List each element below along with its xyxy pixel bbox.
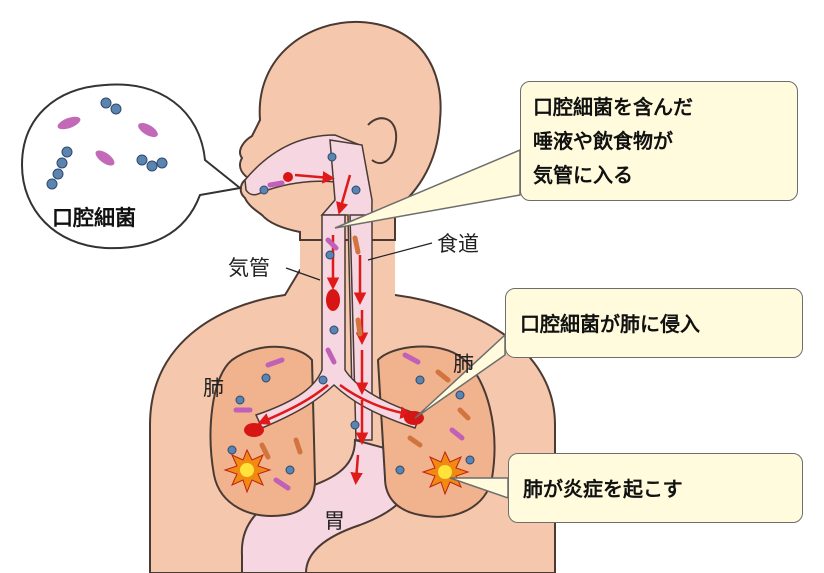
bacteria-dots xyxy=(227,152,475,475)
label-lung-left: 肺 xyxy=(203,376,224,400)
label-trachea: 気管 xyxy=(228,256,270,280)
trachea-tube xyxy=(254,214,421,429)
callout-enter-trachea: 口腔細菌を含んだ 唾液や飲食物が 気管に入る xyxy=(520,81,798,201)
label-esophagus: 食道 xyxy=(437,232,479,256)
inflammation-burst-right xyxy=(421,450,470,496)
bacteria-rods xyxy=(233,180,471,491)
callout-enter-trachea-line-2: 唾液や飲食物が xyxy=(533,129,673,153)
label-stomach: 胃 xyxy=(324,509,345,533)
ear xyxy=(367,117,398,165)
callout-inflammation-text: 肺が炎症を起こす xyxy=(523,477,683,501)
leader-lines xyxy=(285,242,433,281)
label-lung-right: 肺 xyxy=(453,352,474,376)
callout-invade-lung-text: 口腔細菌が肺に侵入 xyxy=(520,312,700,336)
bubble-title: 口腔細菌 xyxy=(52,206,136,230)
bacteria-bubble xyxy=(20,83,243,250)
callout-invade-lung: 口腔細菌が肺に侵入 xyxy=(505,288,803,358)
callout-enter-trachea-line-1: 口腔細菌を含んだ xyxy=(533,95,693,119)
head xyxy=(239,20,442,241)
callout-enter-trachea-line-3: 気管に入る xyxy=(533,163,633,187)
callout-inflammation: 肺が炎症を起こす xyxy=(508,453,803,523)
inflammation-burst-left xyxy=(223,448,272,494)
bubble-bacteria xyxy=(46,97,168,190)
